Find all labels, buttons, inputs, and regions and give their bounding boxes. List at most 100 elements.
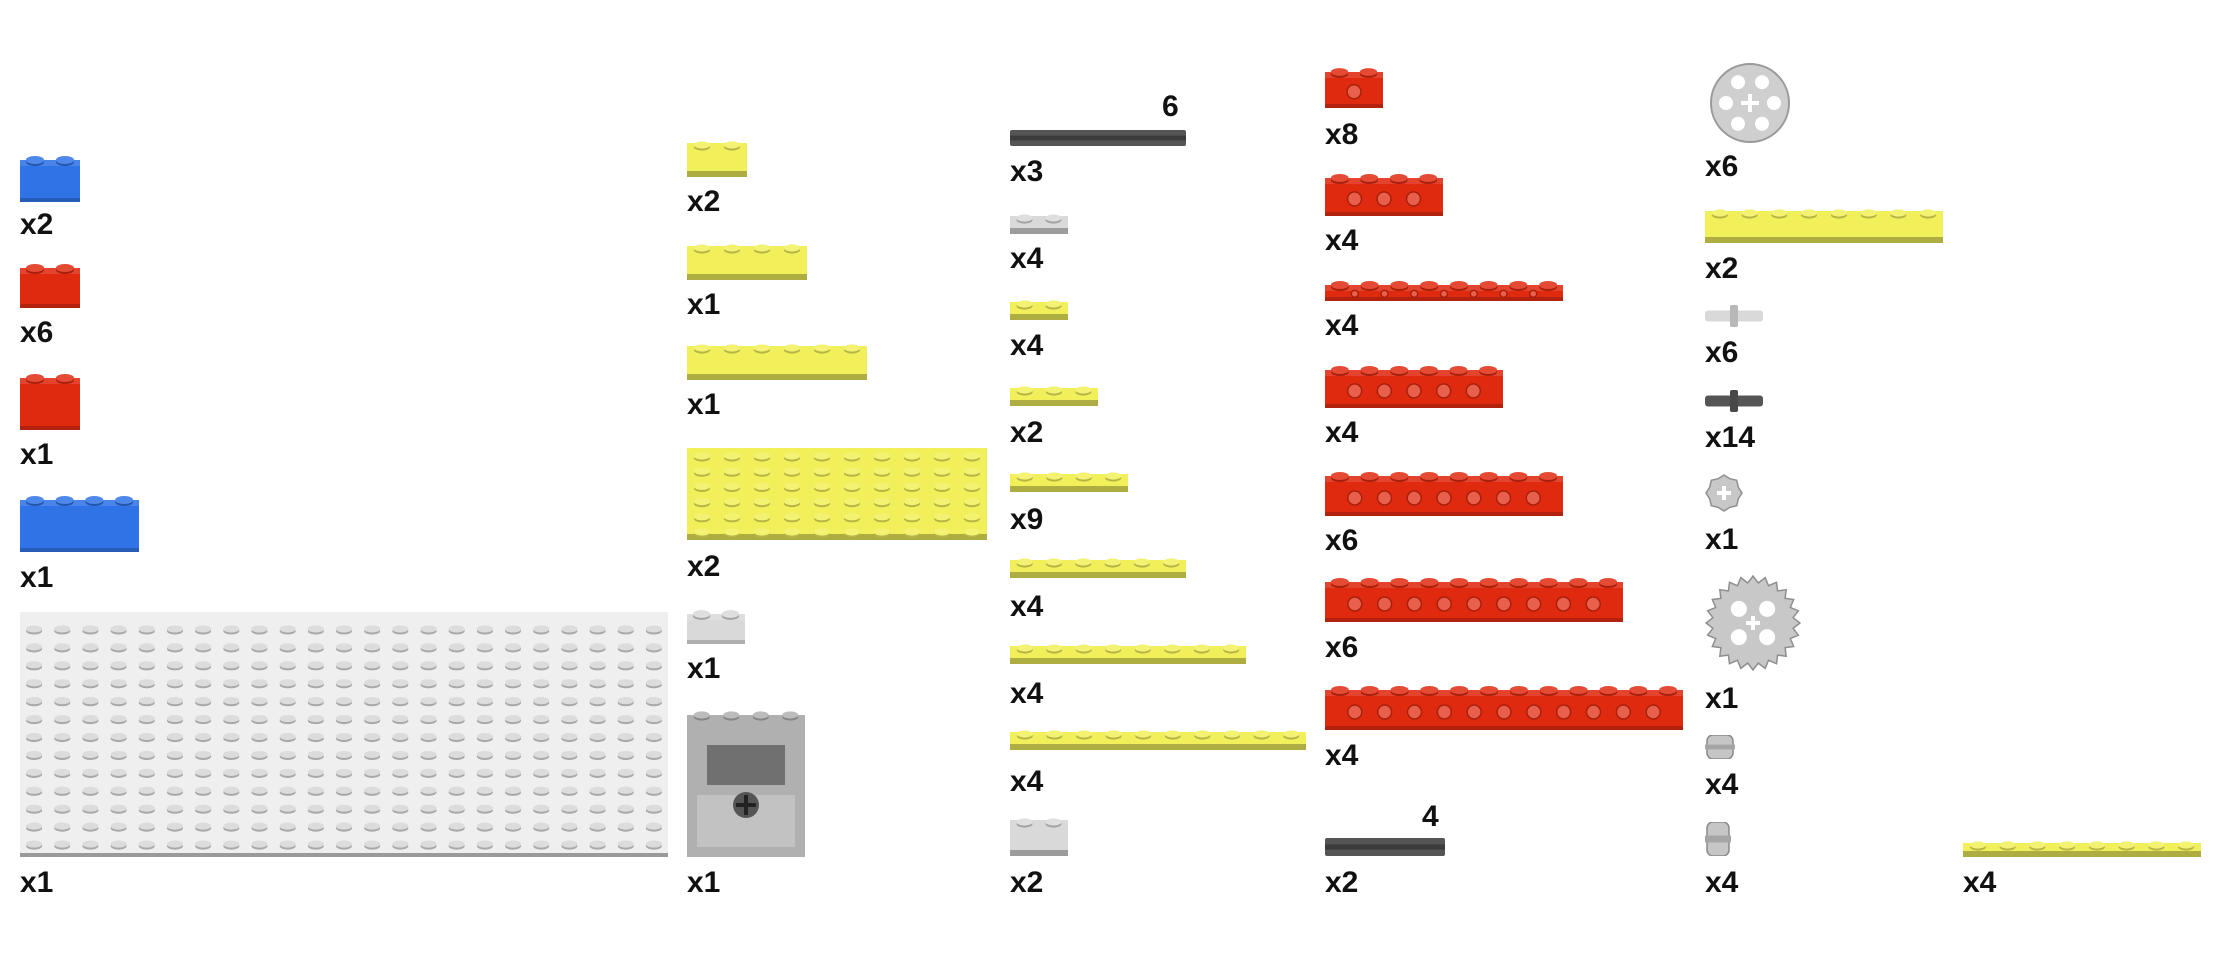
stud: [964, 498, 980, 506]
stud: [844, 513, 860, 521]
part-quantity: x1: [20, 866, 54, 899]
stud: [2029, 841, 2046, 849]
axle-6-part: [1010, 130, 1186, 146]
pin-hole: [1376, 191, 1392, 207]
stud: [1135, 730, 1152, 738]
pin-hole: [1347, 490, 1363, 506]
stud: [814, 498, 830, 506]
stud: [1509, 577, 1528, 587]
stud: [814, 467, 830, 475]
pin-hole: [1466, 490, 1482, 506]
stud: [1045, 300, 1062, 308]
part-quantity: x6: [20, 316, 54, 349]
pin-hole: [1350, 289, 1360, 299]
pin-hole: [1525, 596, 1542, 612]
gray-plate-2x2-corner-part: [1010, 812, 1068, 856]
red-technic-brick-1x10-part: [1325, 572, 1623, 622]
stud: [1330, 365, 1349, 375]
gray-plate-2x2-corner-icon: [1010, 818, 1068, 856]
red-technic-brick-1x6-part: [1325, 360, 1503, 408]
stud: [874, 482, 890, 490]
stud: [1449, 280, 1468, 290]
stud: [723, 711, 740, 719]
pin-hole: [1495, 490, 1512, 506]
stud: [754, 528, 770, 536]
stud: [1104, 558, 1121, 566]
red-2x2-brick-icon: [20, 263, 80, 308]
part-quantity: x4: [1325, 416, 1359, 449]
stud: [115, 495, 134, 505]
gray-wheel-hub-icon: [1710, 63, 1790, 143]
part-quantity: x1: [687, 288, 721, 321]
part-quantity: x2: [1705, 252, 1739, 285]
stud: [694, 498, 710, 506]
stud: [1390, 577, 1409, 587]
stud: [784, 452, 800, 460]
part-quantity: x4: [1325, 309, 1359, 342]
part-quantity: x3: [1010, 155, 1044, 188]
red-technic-brick-1x4-icon: [1325, 174, 1443, 216]
yellow-plate-1x2-icon: [687, 141, 747, 177]
yellow-plate-1x2-b-icon: [1010, 300, 1068, 320]
stud: [694, 528, 710, 536]
stud: [1016, 386, 1033, 394]
stud: [874, 513, 890, 521]
part-quantity: x2: [1010, 866, 1044, 899]
yellow-plate-1x3-part: [1010, 380, 1098, 406]
stud: [1449, 365, 1468, 375]
stud: [1330, 68, 1349, 76]
stud: [694, 452, 710, 460]
yellow-plate-6x10-icon: [687, 448, 987, 540]
red-technic-brick-1x2-part: [1325, 62, 1383, 108]
stud: [26, 263, 44, 273]
stud: [1569, 577, 1588, 587]
gray-half-bush-part: [1705, 821, 1731, 857]
stud: [1330, 280, 1349, 290]
stud: [814, 482, 830, 490]
pin-hole: [1406, 490, 1422, 506]
pin-hole: [1615, 704, 1632, 720]
stud: [784, 482, 800, 490]
pin-hole: [1499, 289, 1508, 299]
stud: [814, 513, 830, 521]
stud: [1920, 209, 1937, 217]
stud: [1163, 558, 1180, 566]
stud: [1569, 685, 1588, 695]
stud: [1075, 386, 1092, 394]
stud: [1449, 471, 1468, 481]
pin-hole: [1469, 289, 1479, 299]
stud: [1046, 386, 1062, 394]
stud: [1359, 68, 1378, 76]
gray-gear-8-part: [1705, 474, 1743, 512]
pin-hole: [1409, 289, 1419, 299]
stud: [814, 528, 830, 536]
red-technic-brick-1x8-part: [1325, 466, 1563, 516]
part-quantity: x6: [1705, 150, 1739, 183]
stud: [1223, 644, 1240, 652]
stud: [1479, 471, 1498, 481]
stud: [754, 482, 770, 490]
stud: [1830, 209, 1847, 217]
stud: [1390, 365, 1409, 375]
yellow-plate-1x4-icon: [687, 244, 807, 280]
stud: [56, 373, 74, 383]
yellow-plate-1x8-wide-part: [1705, 203, 1943, 243]
part-quantity: x2: [1010, 416, 1044, 449]
gray-half-bush-icon: [1705, 821, 1731, 857]
stud: [724, 528, 740, 536]
stud: [904, 528, 920, 536]
stud: [784, 244, 800, 252]
stud: [934, 498, 950, 506]
stud: [724, 244, 740, 252]
stud: [1360, 280, 1379, 290]
stud: [1016, 730, 1033, 738]
dark-pin-part: [1705, 390, 1763, 412]
pin-hole: [1376, 704, 1393, 720]
gray-technic-brick-icon: [687, 610, 745, 644]
pin-hole: [1436, 490, 1452, 506]
gray-technic-brick-part: [687, 604, 745, 644]
stud: [1480, 685, 1499, 695]
part-quantity: x4: [1010, 677, 1044, 710]
stud: [964, 513, 980, 521]
stud: [1539, 685, 1558, 695]
